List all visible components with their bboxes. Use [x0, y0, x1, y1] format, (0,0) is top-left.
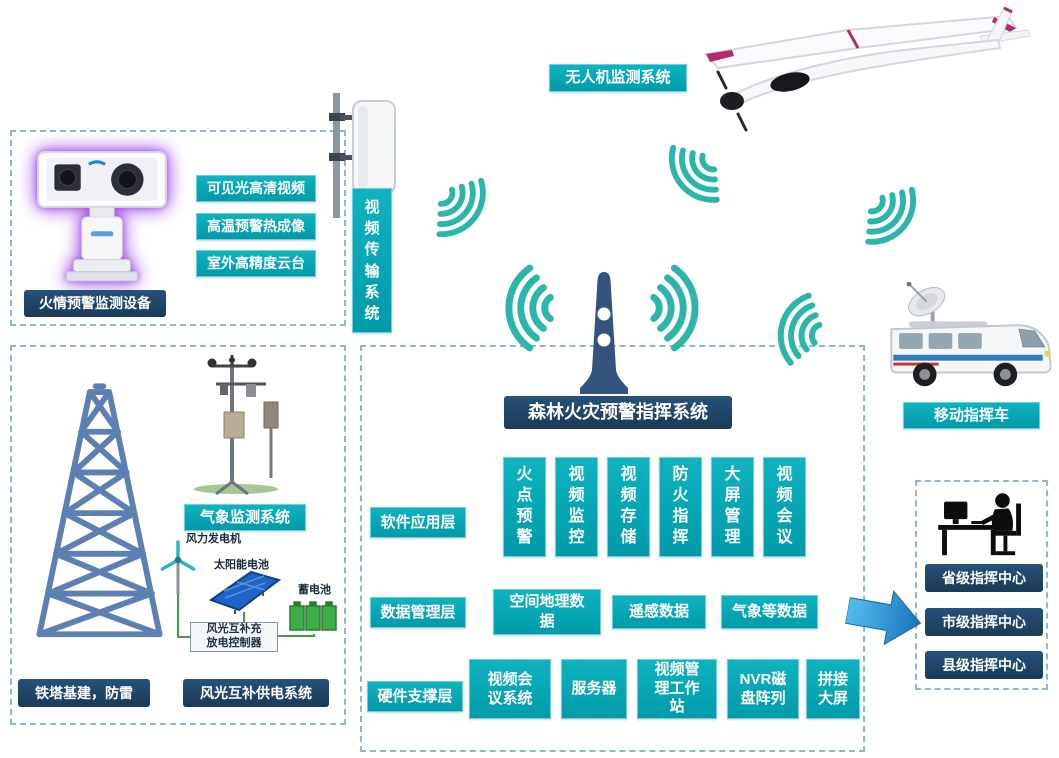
storage-battery-label: 蓄电池: [298, 584, 331, 596]
wifi-signal-icon: [842, 166, 923, 251]
power-wiring-lines: [177, 594, 315, 638]
command-center-panel: [915, 480, 1048, 690]
camera-feature-thermal: 高温预警热成像: [196, 213, 316, 240]
hardware-layer-label: 硬件支撑层: [367, 681, 463, 712]
lattice-tower-icon: [36, 383, 163, 638]
camera-feature-pantilt: 室外高精度云台: [196, 250, 316, 277]
software-item-video-conference: 视频会议: [763, 457, 806, 557]
software-item-video-storage: 视频存储: [607, 457, 650, 557]
weather-system-label: 气象监测系统: [184, 504, 306, 531]
wifi-signal-icon: [412, 158, 492, 244]
fire-device-label: 火情预警监测设备: [24, 290, 166, 317]
fire-monitor-panel: [10, 130, 346, 326]
ptz-camera-icon: [37, 151, 167, 282]
software-item-screen-mgmt: 大屏管理: [711, 457, 754, 557]
field-station-panel: [10, 345, 346, 725]
solar-battery-label: 太阳能电池: [214, 559, 269, 571]
wind-solar-system-label: 风光互补供电系统: [183, 679, 329, 707]
software-item-fire-alert: 火点预警: [503, 457, 546, 557]
provincial-center-label: 省级指挥中心: [925, 564, 1043, 592]
signal-tower-icon: [580, 272, 628, 394]
data-item-geo: 空间地理数据: [493, 589, 601, 635]
tower-base-label: 铁塔基建，防雷: [18, 679, 150, 707]
platform-title: 森林火灾预警指挥系统: [504, 396, 732, 429]
hardware-item-conference: 视频会议系统: [469, 659, 551, 719]
camera-feature-visible-video: 可见光高清视频: [196, 175, 316, 202]
weather-station-icon: [194, 355, 279, 495]
software-item-fire-command: 防火指挥: [659, 457, 702, 557]
hardware-item-server: 服务器: [561, 659, 627, 719]
county-center-label: 县级指挥中心: [925, 651, 1043, 679]
satellite-van-icon: [890, 282, 1052, 387]
software-item-video-monitor: 视频监控: [555, 457, 598, 557]
hardware-item-nvr: NVR磁盘阵列: [727, 659, 799, 719]
battery-icon: [289, 601, 337, 631]
wind-turbine-label: 风力发电机: [186, 533, 241, 545]
uav-system-label: 无人机监测系统: [549, 64, 687, 92]
charge-controller-label: 风光互补充放电控制器: [190, 622, 278, 652]
wifi-signal-icon: [640, 262, 684, 354]
video-transmission-label: 视频传输系统: [352, 188, 392, 333]
data-layer-label: 数据管理层: [370, 597, 466, 628]
municipal-center-label: 市级指挥中心: [925, 608, 1043, 636]
software-layer-label: 软件应用层: [370, 507, 466, 538]
hardware-item-video-wall: 拼接大屏: [806, 659, 860, 719]
data-item-weather: 气象等数据: [721, 595, 818, 629]
arrow-right-icon: [844, 589, 922, 646]
wind-turbine-icon: [160, 540, 196, 594]
data-item-remote-sensing: 遥感数据: [612, 595, 706, 629]
wifi-signal-icon: [520, 262, 564, 354]
drone-icon: [704, 6, 1030, 132]
solar-panel-icon: [208, 570, 282, 614]
mobile-command-label: 移动指挥车: [903, 402, 1040, 429]
hardware-item-workstation: 视频管理工作站: [637, 659, 717, 719]
operator-at-computer-icon: [938, 493, 1021, 556]
